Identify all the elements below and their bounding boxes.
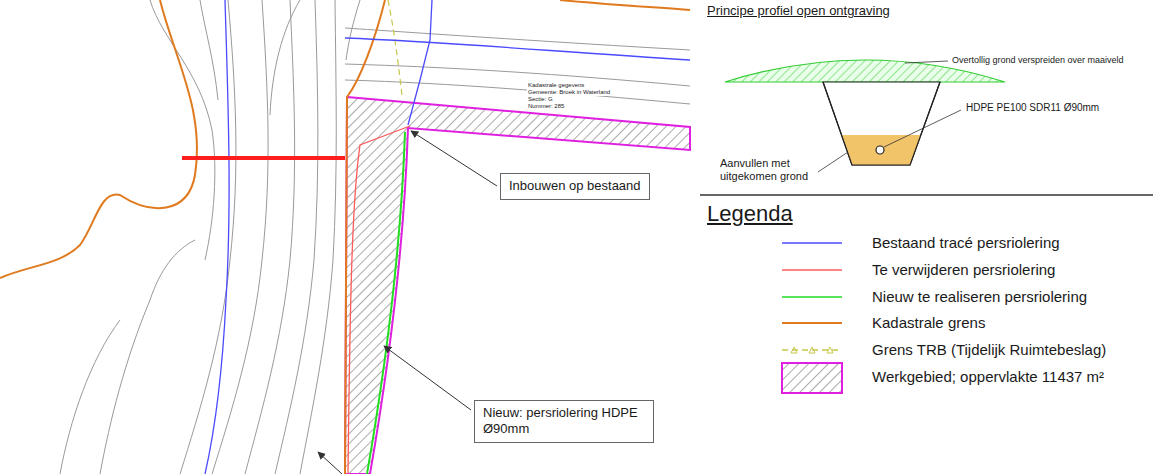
- legend-row: Bestaand tracé persriolering: [770, 228, 1153, 258]
- cadastral-note: Sectie: G: [527, 96, 554, 103]
- backfill: [842, 135, 921, 165]
- legend-text: Werkgebied; oppervlakte 11437 m²: [872, 368, 1104, 385]
- callout-text: HDPE PE100 SDR11 Ø90mm: [966, 102, 1099, 114]
- legend-text: Kadastrale grens: [872, 314, 985, 331]
- detail-leaders: [818, 61, 961, 172]
- legend-swatch: [770, 255, 850, 287]
- legend-text: Grens TRB (Tijdelijk Ruimtebeslag): [872, 341, 1106, 358]
- legend-swatch: [770, 362, 850, 394]
- new-pipe: [367, 132, 405, 474]
- legend-row: Kadastrale grens: [770, 308, 1153, 338]
- legend-text: Te verwijderen persriolering: [872, 261, 1055, 278]
- removed-pipe: [348, 126, 410, 474]
- work-area: [345, 97, 690, 474]
- cadastral-note: Nummer: 285: [527, 103, 565, 110]
- legend-row: Te verwijderen persriolering: [770, 255, 1153, 285]
- detail-heading: Principe profiel open ontgraving: [707, 4, 890, 19]
- trench-walls: [823, 82, 940, 165]
- callout-box: Nieuw: persriolering HDPE Ø90mm: [474, 400, 654, 443]
- callout-text: Aanvullen met uitgekomen grond: [720, 157, 816, 182]
- legend-heading: Legenda: [707, 201, 793, 226]
- leader-lines: [318, 131, 497, 474]
- legend-row: Grens TRB (Tijdelijk Ruimtebeslag): [770, 335, 1153, 365]
- trench: [823, 82, 940, 165]
- separator: [700, 194, 1153, 196]
- legend-swatch: [770, 228, 850, 260]
- cadastral-note: Gemeente: Broek in Waterland: [527, 89, 611, 96]
- section-line: [182, 156, 345, 160]
- pipe-section: [876, 146, 884, 154]
- legend-row: Werkgebied; oppervlakte 11437 m²: [770, 362, 1153, 392]
- callout-text: Overtollig grond verspreiden over maaive…: [952, 55, 1124, 65]
- callout-text: Nieuw: persriolering HDPE Ø90mm: [483, 405, 645, 438]
- callout-box: Inbouwen op bestaand: [500, 173, 650, 200]
- cadastral-note: Kadastrale gegevens: [527, 82, 585, 89]
- road-lines: [60, 0, 690, 474]
- legend-swatch: [770, 308, 850, 340]
- legend-text: Nieuw te realiseren persriolering: [872, 288, 1087, 305]
- trb-boundary: [388, 0, 402, 95]
- legend-text: Bestaand tracé persriolering: [872, 234, 1060, 251]
- cadastral-boundary: [0, 0, 690, 474]
- callout-text: Inbouwen op bestaand: [509, 178, 641, 194]
- existing-pipe: [205, 0, 690, 474]
- legend-swatch: [770, 282, 850, 314]
- legend-row: Nieuw te realiseren persriolering: [770, 282, 1153, 312]
